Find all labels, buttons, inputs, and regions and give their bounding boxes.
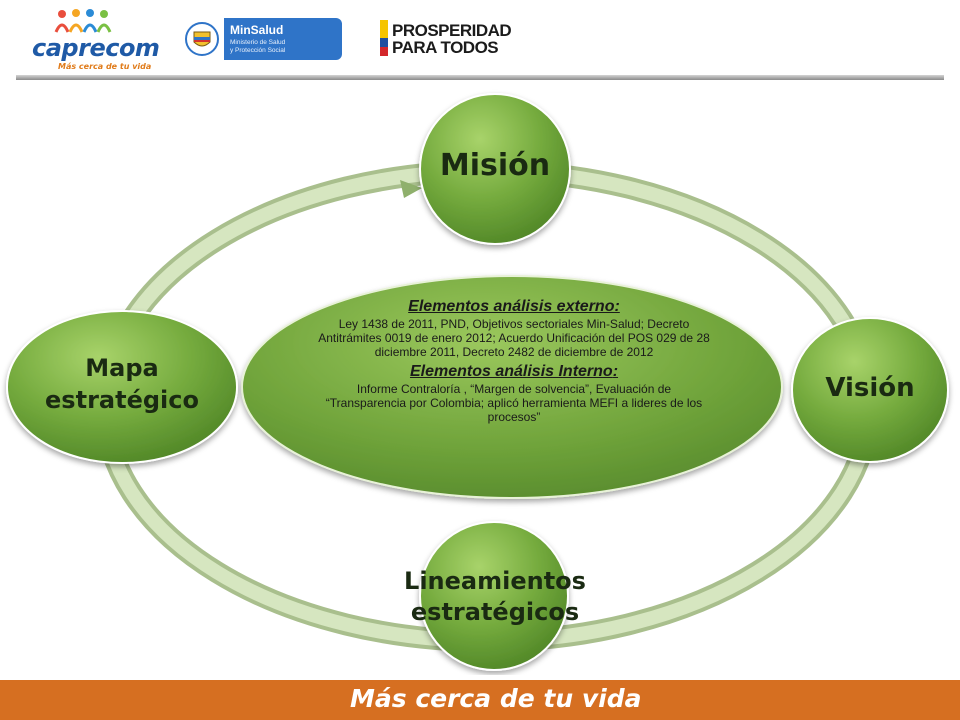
node-lineamientos xyxy=(419,521,569,671)
prosperidad-line-2: PARA TODOS xyxy=(392,38,499,57)
node-mapa xyxy=(6,310,238,464)
node-mapa-line-2: estratégico xyxy=(45,386,199,414)
node-lineamientos-label: Lineamientos estratégicos xyxy=(400,566,590,628)
prosperidad-line-1: PROSPERIDAD xyxy=(392,21,512,40)
strategy-cycle-diagram xyxy=(6,93,949,671)
footer-slogan: Más cerca de tu vida xyxy=(350,684,642,713)
node-vision xyxy=(791,317,949,463)
node-mapa-label: Mapa estratégico xyxy=(22,352,222,416)
node-mapa-line-1: Mapa xyxy=(85,354,159,382)
center-analysis-text: Elementos análisis externo: Ley 1438 de … xyxy=(318,297,710,424)
internal-analysis-heading: Elementos análisis Interno: xyxy=(409,363,619,380)
external-analysis-text: Ley 1438 de 2011, PND, Objetivos sectori… xyxy=(318,317,710,359)
node-mision xyxy=(419,93,571,245)
caprecom-tagline: Más cerca de tu vida xyxy=(58,62,152,71)
external-analysis-heading: Elementos análisis externo: xyxy=(408,298,620,315)
node-lineamientos-line-1: Lineamientos xyxy=(404,567,586,595)
footer-banner: Más cerca de tu vida xyxy=(0,680,960,720)
node-lineamientos-line-2: estratégicos xyxy=(410,598,580,626)
cycle-arrow-icon xyxy=(400,180,422,198)
minsalud-subtitle-2: y Protección Social xyxy=(230,47,286,54)
minsalud-title: MinSalud xyxy=(230,23,284,37)
caprecom-logo: caprecom Más cerca de tu vida xyxy=(30,8,160,71)
minsalud-subtitle-1: Ministerio de Salud xyxy=(230,39,286,46)
people-icon xyxy=(54,9,112,33)
node-mision-label: Misión xyxy=(439,148,551,183)
header-divider xyxy=(16,75,944,80)
prosperidad-logo: PROSPERIDAD PARA TODOS xyxy=(380,18,520,58)
caprecom-wordmark: caprecom xyxy=(32,34,160,62)
colombia-shield-icon xyxy=(180,18,224,60)
minsalud-logo: MinSalud Ministerio de Salud y Protecció… xyxy=(180,18,342,60)
header: caprecom Más cerca de tu vida MinSalud M… xyxy=(0,0,960,80)
internal-analysis-text: Informe Contraloría , “Margen de solvenc… xyxy=(325,382,703,424)
node-vision-label: Visión xyxy=(825,373,915,403)
center-analysis-ellipse xyxy=(241,275,783,499)
flag-bar-icon xyxy=(380,20,388,56)
